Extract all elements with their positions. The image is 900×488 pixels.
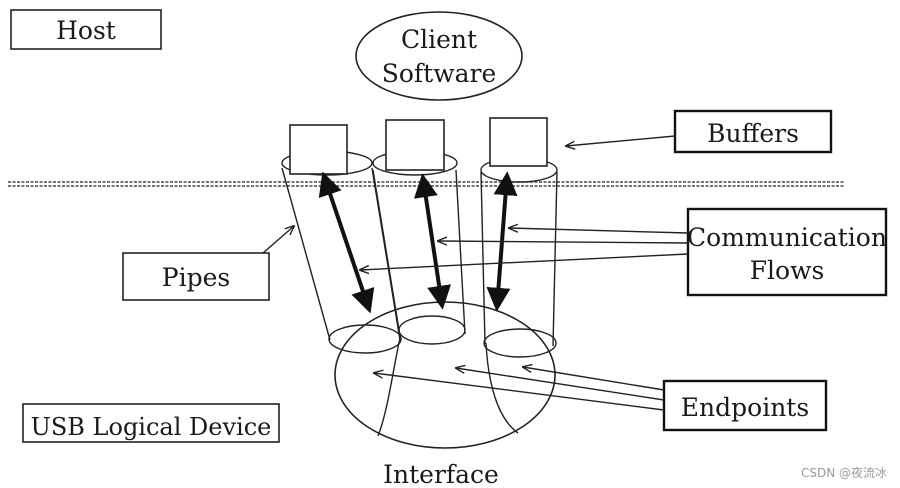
host-label: Host — [56, 16, 116, 45]
buffers-pointer-arrow — [566, 135, 676, 146]
buffer-1 — [289, 124, 348, 175]
communication-flows-label-line1: Communication — [687, 223, 887, 252]
communication-flow-arrow-1 — [318, 171, 375, 314]
communication-flows-label-line2: Flows — [750, 256, 825, 285]
pipes-label-box: Pipes — [122, 252, 270, 301]
host-device-boundary — [8, 181, 845, 187]
endpoints-label-box: Endpoints — [662, 379, 828, 432]
endpoints-pointer-arrow-1 — [523, 367, 665, 391]
usb-logical-device-label: USB Logical Device — [31, 413, 272, 441]
endpoints-pointer-arrow-3 — [374, 373, 665, 411]
client-software-label-line2: Software — [382, 59, 497, 88]
communication-arrows — [318, 171, 518, 314]
communication-pointer-arrow-2 — [438, 241, 689, 243]
communication-flows-label-box: Communication Flows — [686, 207, 888, 297]
host-label-box: Host — [10, 9, 162, 50]
endpoints-pointer-arrow-2 — [456, 368, 665, 401]
buffers-label: Buffers — [707, 119, 799, 148]
interface-label: Interface — [383, 460, 499, 488]
pointer-arrows — [262, 135, 689, 411]
client-software-node: Client Software — [355, 11, 523, 101]
csdn-watermark: CSDN @夜流冰 — [801, 465, 887, 480]
pipes-label: Pipes — [162, 263, 230, 292]
interface-node: Interface — [334, 301, 556, 488]
client-software-label-line1: Client — [401, 25, 477, 54]
endpoints-label: Endpoints — [681, 393, 809, 422]
pipes-pointer-arrow — [262, 226, 294, 254]
communication-pointer-arrow-3 — [360, 253, 689, 270]
pipe-3 — [480, 157, 558, 358]
buffers-label-box: Buffers — [673, 109, 833, 154]
communication-pointer-arrow-1 — [509, 228, 689, 234]
communication-flow-arrow-2 — [413, 173, 452, 310]
usb-logical-device-label-box: USB Logical Device — [22, 403, 280, 443]
buffer-3 — [489, 117, 548, 167]
pipe-2 — [372, 150, 466, 345]
buffer-2 — [385, 119, 445, 171]
